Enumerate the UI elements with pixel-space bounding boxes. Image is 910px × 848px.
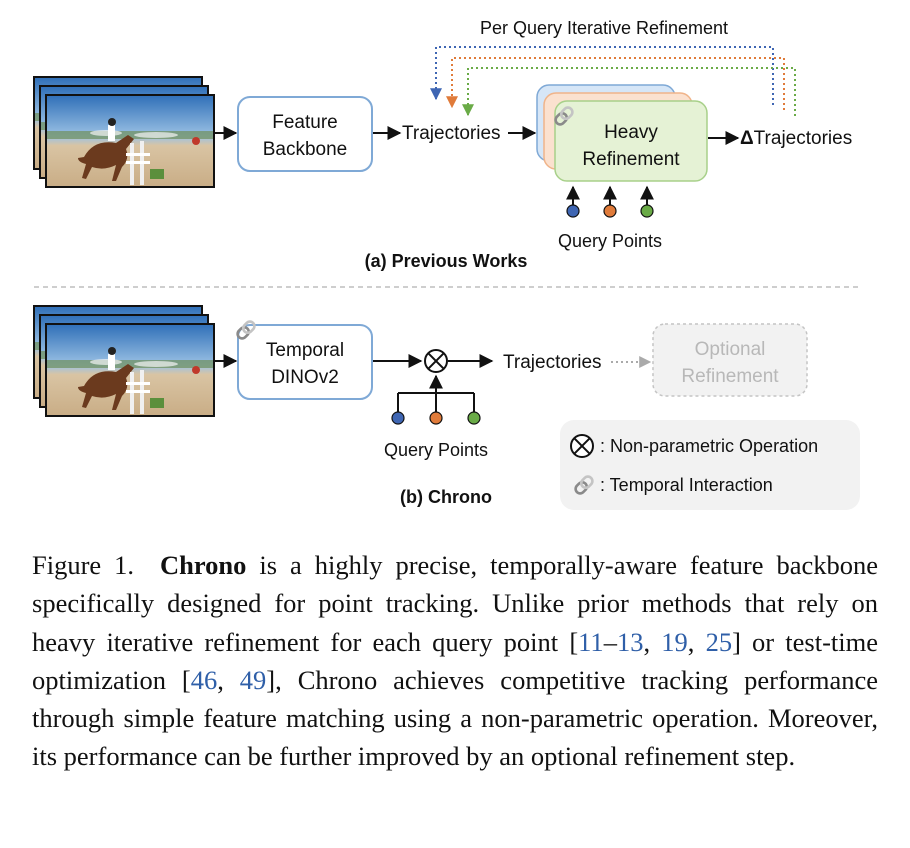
legend-op-icon (570, 434, 594, 458)
feature-backbone-label-2: Backbone (263, 139, 348, 160)
legend-box (560, 420, 860, 510)
figure-caption: Figure 1. Chrono is a highly precise, te… (32, 546, 878, 776)
legend-op-label: : Non-parametric Operation (600, 436, 818, 456)
caption-text-2: ] or test-time optimization [ (32, 626, 879, 695)
temporal-dinov2-label-2: DINOv2 (271, 367, 339, 388)
feature-backbone-label-1: Feature (272, 112, 337, 133)
video-frames-bottom (33, 305, 215, 417)
temporal-dinov2-label-1: Temporal (266, 340, 344, 361)
feature-backbone-box (237, 96, 373, 172)
trajectories-label-top: Trajectories (402, 123, 501, 144)
heavy-refinement-label-1: Heavy (604, 122, 658, 143)
temporal-dinov2-box (237, 324, 373, 400)
citation-13[interactable]: 13 (616, 626, 644, 657)
delta-trajectories-label: ΔTrajectories (740, 128, 852, 149)
trajectories-label-bottom: Trajectories (503, 352, 602, 373)
citation-11[interactable]: 11 (578, 626, 604, 657)
subcaption-b: (b) Chrono (400, 487, 492, 507)
figure-diagram: Feature Backbone Trajectories Heavy Refi… (33, 18, 860, 510)
heavy-refinement-label-2: Refinement (582, 149, 680, 170)
caption-comma-2: , (687, 626, 706, 657)
caption-name: Chrono (160, 550, 247, 580)
caption-text-1: is a highly precise, temporally-aware fe… (32, 550, 879, 657)
loop-orange (446, 57, 785, 110)
query-points-top (566, 185, 654, 218)
loop-blue (430, 46, 774, 105)
optional-refinement-box (652, 323, 808, 397)
subcaption-a: (a) Previous Works (365, 251, 528, 271)
caption-comma-1: , (643, 626, 662, 657)
non-parametric-op-icon (424, 349, 448, 373)
optional-refinement-label-1: Optional (695, 339, 766, 360)
citation-49[interactable]: 49 (239, 664, 267, 695)
caption-text-3: ], Chrono achieves competitive tracking … (32, 664, 878, 772)
citation-46[interactable]: 46 (190, 664, 218, 695)
caption-prefix: Figure 1. (32, 550, 135, 580)
loop-green (462, 67, 796, 117)
query-points-label-top: Query Points (558, 231, 662, 251)
optional-refinement-label-2: Refinement (681, 366, 779, 387)
video-frames-top (33, 76, 215, 188)
query-points-bottom (391, 374, 481, 425)
caption-dash: – (603, 626, 617, 657)
citation-25[interactable]: 25 (705, 626, 733, 657)
citation-19[interactable]: 19 (661, 626, 688, 657)
query-points-label-bottom: Query Points (384, 440, 488, 460)
iterative-refinement-label: Per Query Iterative Refinement (480, 18, 728, 38)
heavy-refinement-box (554, 100, 708, 182)
caption-comma-3: , (217, 664, 240, 695)
legend-link-label: : Temporal Interaction (600, 475, 773, 495)
